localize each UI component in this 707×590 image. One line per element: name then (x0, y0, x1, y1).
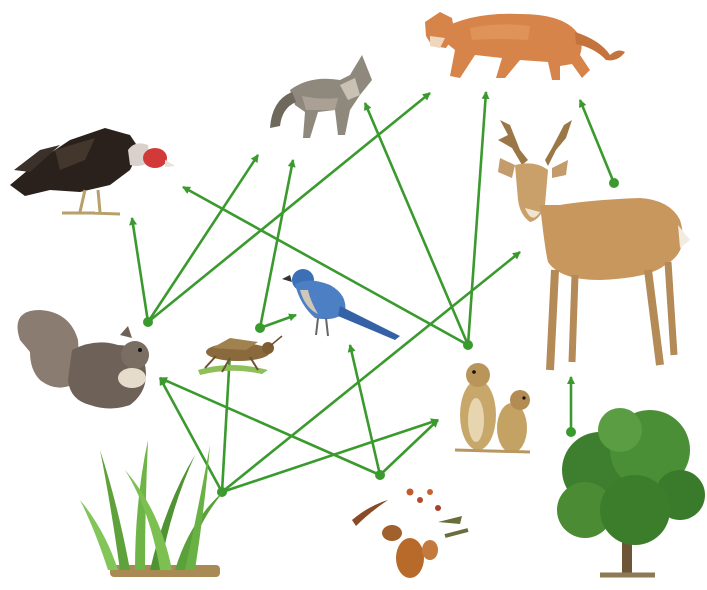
arrow-squirrel-to-coyote (148, 155, 258, 322)
arrow-prairie-dogs-to-cougar (468, 92, 486, 345)
arrows-layer (132, 92, 619, 497)
arrow-prairie-dogs-to-coyote (365, 103, 468, 345)
turkey-vulture-icon (10, 128, 175, 214)
grasshopper-icon (198, 336, 282, 375)
arrow-squirrel-to-vulture (132, 218, 148, 322)
coyote-icon (270, 55, 372, 138)
scrub-jay-icon (282, 269, 400, 340)
arrow-grasshopper-to-jay (260, 315, 296, 328)
arrow-deer-to-cougar (580, 100, 614, 183)
prairie-dogs-icon (455, 363, 530, 453)
arrow-grass-to-grasshopper (222, 352, 230, 492)
squirrel-icon (18, 310, 150, 409)
arrow-seeds-to-prairie-dogs (380, 420, 438, 475)
arrow-grass-to-squirrel (160, 378, 222, 492)
seeds-icon (352, 489, 468, 579)
arrow-squirrel-to-cougar (148, 93, 430, 322)
shrub-icon (557, 408, 705, 575)
arrow-origin-deer (609, 178, 619, 188)
deer-icon (498, 120, 690, 370)
arrow-grass-to-prairie-dogs (222, 420, 438, 492)
arrow-seeds-to-jay (350, 345, 380, 475)
grass-icon (80, 440, 225, 577)
cougar-icon (425, 12, 625, 80)
arrow-origin-shrub (566, 427, 576, 437)
